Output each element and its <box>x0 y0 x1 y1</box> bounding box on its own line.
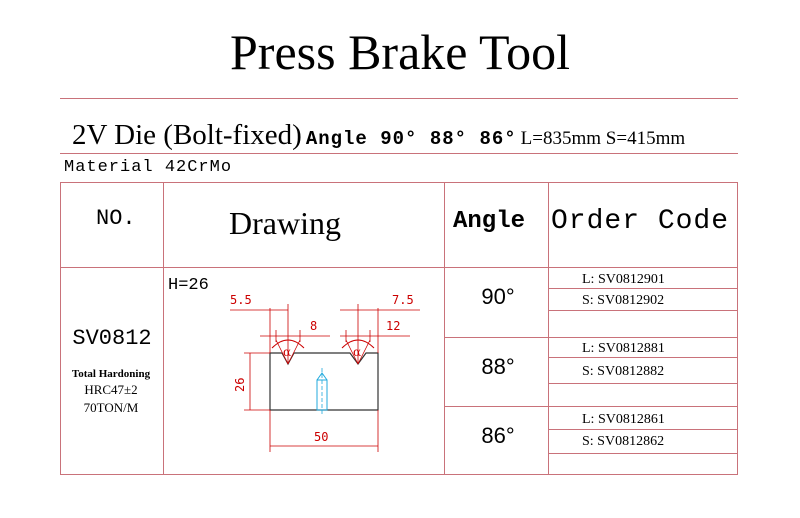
right-width-value: 12 <box>386 319 400 333</box>
table-left-border <box>60 182 61 474</box>
subtitle-rule <box>60 153 738 154</box>
row-divider-2 <box>444 406 737 407</box>
tonnage-note: 70TON/M <box>83 400 139 415</box>
left-alpha: α <box>283 345 291 359</box>
hardness-note: HRC47±2 <box>84 382 138 397</box>
code-divider-1 <box>548 288 737 289</box>
order-code-86-l: L: SV0812861 <box>582 412 665 427</box>
column-divider-3 <box>548 182 549 474</box>
right-offset-value: 7.5 <box>392 293 414 307</box>
right-alpha: α <box>353 345 361 359</box>
table-top-rule <box>60 182 738 183</box>
height-value: 26 <box>233 378 247 392</box>
header-drawing: Drawing <box>229 205 341 241</box>
left-groove-line-b <box>287 339 301 365</box>
right-groove-line-a <box>345 339 359 365</box>
left-groove-line-a <box>275 339 289 365</box>
height-label: H=26 <box>168 276 209 295</box>
table-header-rule <box>60 267 738 268</box>
product-subtitle: 2V Die (Bolt-fixed) Angle 90° 88° 86° L=… <box>72 119 685 152</box>
order-code-90-s: S: SV0812902 <box>582 293 665 308</box>
bolt-tip <box>316 372 328 381</box>
table-bottom-rule <box>60 474 738 475</box>
code-divider-2 <box>548 357 737 358</box>
angle-row-1: 90° <box>481 284 515 309</box>
width-value: 50 <box>314 430 328 444</box>
code-divider-3 <box>548 429 737 430</box>
column-divider-2 <box>444 182 445 474</box>
code-underline-3 <box>548 453 737 454</box>
header-angle: Angle <box>453 208 526 235</box>
code-underline-1 <box>548 310 737 311</box>
die-name: 2V Die (Bolt-fixed) <box>72 119 302 151</box>
order-code-86-s: S: SV0812862 <box>582 434 665 449</box>
left-width-value: 8 <box>310 319 317 333</box>
angle-row-2: 88° <box>481 354 515 379</box>
left-offset-value: 5.5 <box>230 293 252 307</box>
table-right-border <box>737 182 738 474</box>
angle-row-3: 86° <box>481 423 515 448</box>
header-no: NO. <box>96 206 136 231</box>
column-divider-1 <box>163 182 164 474</box>
page-title: Press Brake Tool <box>230 24 570 80</box>
row-divider-1 <box>444 337 737 338</box>
code-underline-2 <box>548 383 737 384</box>
die-outline <box>269 352 379 411</box>
material-label: Material 42CrMo <box>64 158 233 177</box>
header-order-code: Order Code <box>551 206 730 237</box>
die-dimensions: L=835mm S=415mm <box>520 128 686 149</box>
angle-list: Angle 90° 88° 86° <box>305 128 517 150</box>
title-rule <box>60 98 738 99</box>
order-code-90-l: L: SV0812901 <box>582 272 665 287</box>
right-groove-line-b <box>357 339 371 365</box>
hardening-note: Total Hardoning <box>71 368 151 380</box>
model-number: SV0812 <box>72 326 152 351</box>
die-drawing: α α 5.5 8 7.5 12 26 50 <box>230 293 420 452</box>
order-code-88-l: L: SV0812881 <box>582 341 665 356</box>
order-code-88-s: S: SV0812882 <box>582 364 665 379</box>
